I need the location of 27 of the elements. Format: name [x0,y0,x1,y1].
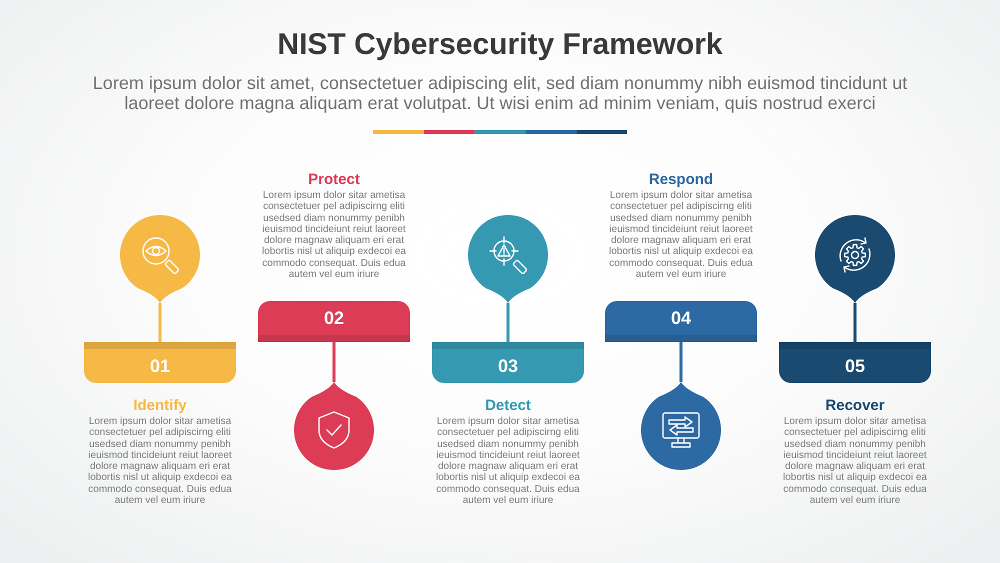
map-pin [468,215,548,303]
map-pin [120,215,200,303]
title: NIST Cybersecurity Framework [276,27,724,63]
number-tab: 02 [258,301,410,342]
step-description: Lorem ipsum dolor sitar ametisa consectetuer pel adipiscirng eliti usedsed diam nonummy penibh ieuismod tincideiunt reiut laoreet dolore magnaw aliquam eri erat lobortis nisl ut aliquip exdecoi ea commodo consequat. Duis edua autem vel eum iriure [782,416,928,506]
map-pin [294,382,374,470]
number-tab: 03 [432,342,584,383]
connector-line [332,342,336,382]
number-tab: 04 [605,301,757,342]
step-description: Lorem ipsum dolor sitar ametisa consectetuer pel adipiscirng eliti usedsed diam nonummy penibh ieuismod tincideiunt reiut laoreet dolore magnaw aliquam eri erat lobortis nisl ut aliquip exdecoi ea commodo consequat. Duis edua autem vel eum iriure [261,190,407,280]
step-heading: Detect [484,397,532,415]
number-tab: 01 [84,342,236,383]
step-heading: Respond [648,171,714,189]
step-description: Lorem ipsum dolor sitar ametisa consectetuer pel adipiscirng eliti usedsed diam nonummy penibh ieuismod tincideiunt reiut laoreet dolore magnaw aliquam eri erat lobortis nisl ut aliquip exdecoi ea commodo consequat. Duis edua autem vel eum iriure [87,416,233,506]
number-tab: 05 [779,342,931,383]
subtitle: Lorem ipsum dolor sit amet, consectetuer adipiscing elit, sed diam nonummy nibh euismod tincidunt ut laoreet dolore magna aliquam erat volutpat. Ut wisi enim ad minim veniam, quis nostrud exerci [92,73,908,113]
step-description: Lorem ipsum dolor sitar ametisa consectetuer pel adipiscirng eliti usedsed diam nonummy penibh ieuismod tincideiunt reiut laoreet dolore magnaw aliquam eri erat lobortis nisl ut aliquip exdecoi ea commodo consequat. Duis edua autem vel eum iriure [608,190,754,280]
connector-line [680,342,682,382]
step-description: Lorem ipsum dolor sitar ametisa consectetuer pel adipiscirng eliti usedsed diam nonummy penibh ieuismod tincideiunt reiut laoreet dolore magnaw aliquam eri erat lobortis nisl ut aliquip exdecoi ea commodo consequat. Duis edua autem vel eum iriure [435,416,581,506]
connector-line [506,303,510,342]
step-heading: Protect [307,171,361,189]
connector-line [854,303,856,342]
step-heading: Recover [824,397,886,415]
map-pin [641,382,721,470]
step-heading: Identify [132,397,188,415]
map-pin [815,215,895,303]
connector-line [158,303,162,342]
